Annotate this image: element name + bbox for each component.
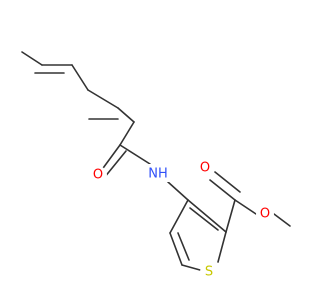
bond-c3-c4	[71, 64, 89, 91]
bond-ring-c2-c3-double	[189, 207, 219, 231]
bond-cester-o-double2	[214, 171, 241, 193]
bond-c7-o-double	[103, 150, 127, 179]
atom-o-amide-label: O	[93, 168, 103, 183]
molecule-structure: O NH O O S	[21, 51, 291, 281]
bond-c6-c7	[119, 121, 135, 146]
bond-cester-o-single	[234, 199, 257, 215]
bond-c7-n	[119, 144, 151, 165]
atom-s-ring: S	[200, 263, 218, 281]
molecule-canvas: O NH O O S	[21, 51, 291, 281]
atom-o-carbonyl: O	[196, 159, 214, 177]
atom-o-ester: O	[256, 205, 274, 223]
atom-n-amide: NH	[146, 164, 170, 182]
bond-ring-c2-c3	[187, 199, 227, 233]
atom-s-ring-label: S	[205, 265, 213, 280]
bond-ring-s-c2	[217, 231, 227, 263]
bond-n-c3ring	[167, 181, 189, 201]
bond-c2-cester	[225, 199, 236, 233]
bond-c5-c6	[117, 107, 135, 123]
atom-o-amide: O	[89, 166, 107, 184]
bond-c1-c2	[21, 51, 43, 66]
bond-cester-o-double	[209, 179, 236, 201]
atom-o-ester-label: O	[260, 207, 270, 222]
bond-o-methyl	[273, 213, 291, 227]
bond-ring-c5-s	[181, 264, 201, 271]
bond-c4-c5	[87, 89, 119, 109]
bond-ring-c3-c4	[169, 199, 189, 234]
bond-ring-c4-c5	[169, 232, 183, 266]
atom-n-amide-label: NH	[148, 167, 168, 182]
bond-ring-c4-c5-double	[177, 232, 190, 261]
atom-o-carbonyl-label: O	[200, 161, 210, 176]
